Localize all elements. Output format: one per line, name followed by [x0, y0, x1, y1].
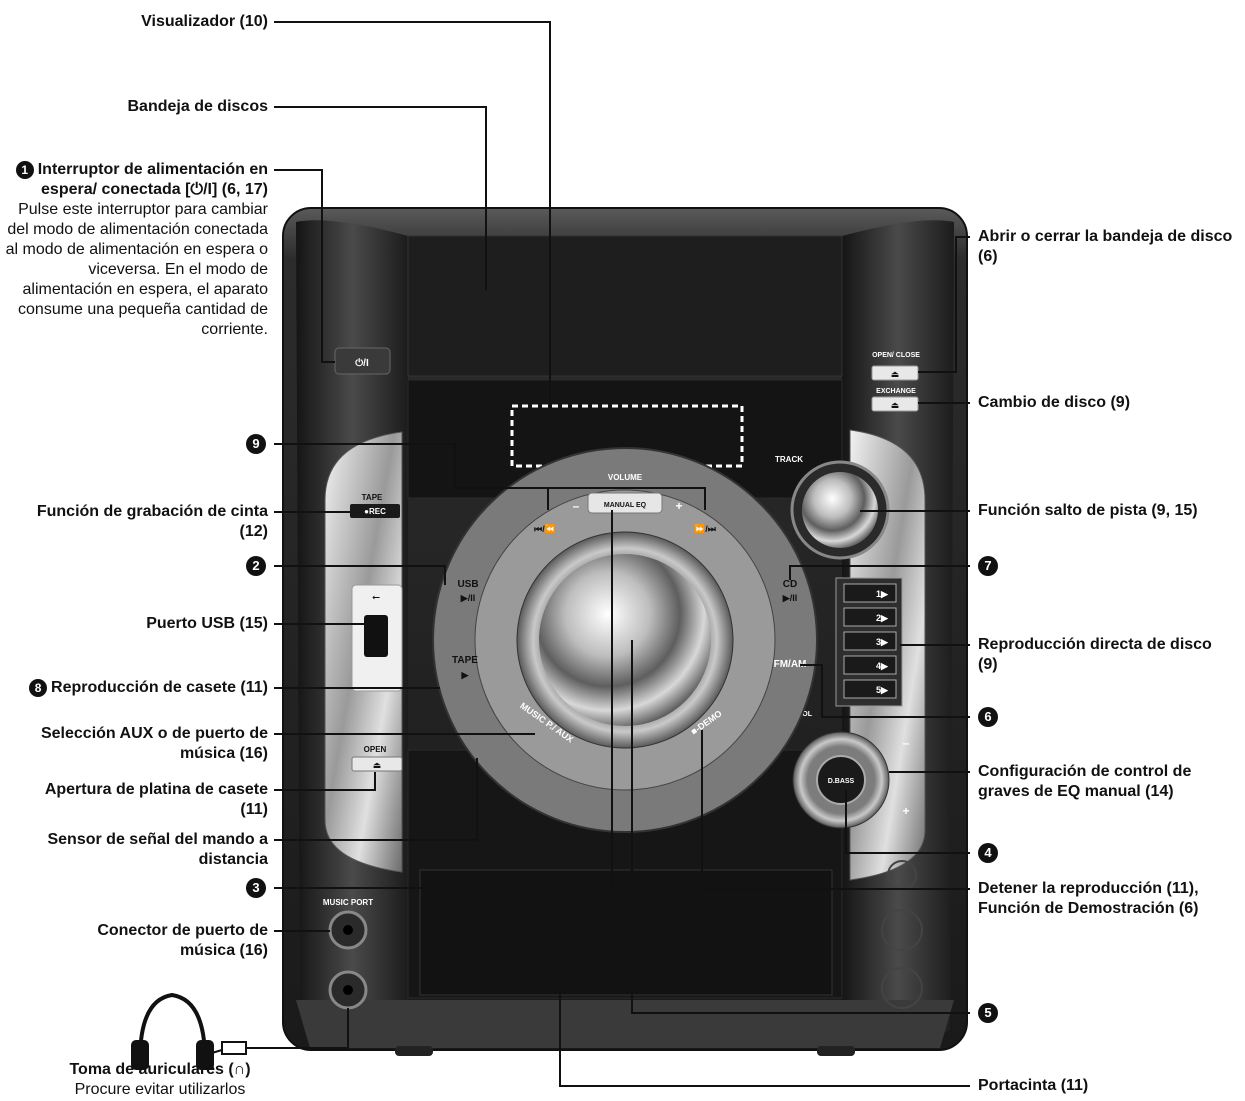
- label-bandeja-discos: Bandeja de discos: [127, 98, 269, 115]
- power-button-text[interactable]: ⏻/I: [355, 357, 369, 369]
- track-knob: [802, 472, 878, 548]
- usb-button: USB: [457, 579, 478, 590]
- disc-direct-buttons: 1▶ 2▶ 3▶ 4▶ 5▶: [843, 583, 897, 699]
- label-grabacion-cinta: Función de grabación de cinta (12): [36, 503, 268, 540]
- callout-number-3: 3: [246, 878, 266, 898]
- cd-button: CD: [783, 579, 797, 590]
- speaker-port-3: [881, 967, 923, 1009]
- leader-lines: [262, 21, 970, 1087]
- label-puerto-usb: Puerto USB (15): [146, 615, 268, 632]
- disc-1-button: 1▶: [876, 589, 889, 599]
- callout-number-5: 5: [978, 1003, 998, 1023]
- disc-2-button: 2▶: [876, 613, 889, 623]
- manual-eq-button: [587, 492, 663, 514]
- svg-text:⏏: ⏏: [891, 369, 900, 379]
- label-seleccion-aux: Selección AUX o de puerto de música (16): [40, 725, 268, 762]
- open-close-label: OPEN/ CLOSE: [872, 352, 920, 359]
- label-portacinta: Portacinta (11): [978, 1077, 1089, 1094]
- svg-text:–: –: [903, 736, 910, 750]
- disc-4-button: 4▶: [876, 661, 889, 671]
- callout-number-9: 9: [246, 434, 266, 454]
- volume-knob: [539, 554, 711, 726]
- usb-port: [364, 615, 388, 657]
- svg-text:–: –: [573, 499, 580, 513]
- svg-text:⏏: ⏏: [891, 400, 900, 410]
- svg-text:▶/II: ▶/II: [460, 593, 475, 603]
- speaker-port-2: [881, 909, 923, 951]
- interruptor-description: Pulse este interruptor para cambiar del …: [5, 201, 268, 338]
- label-sensor-senal: Sensor de señal del mando a distancia: [47, 831, 268, 868]
- base: [296, 1000, 954, 1048]
- callout-number-2: 2: [246, 556, 266, 576]
- label-visualizador: Visualizador (10): [141, 13, 268, 30]
- svg-text:⏏: ⏏: [373, 760, 382, 770]
- label-salto-pista: Función salto de pista (9, 15): [978, 502, 1198, 519]
- track-label: TRACK: [775, 455, 803, 464]
- svg-text:MUSIC PORT: MUSIC PORT: [323, 898, 373, 907]
- dbass-button: [816, 755, 866, 805]
- tape-button: TAPE: [452, 655, 478, 666]
- label-apertura-platina: Apertura de platina de casete (11): [44, 781, 268, 818]
- exchange-label: EXCHANGE: [876, 388, 916, 395]
- callout-number-6: 6: [978, 707, 998, 727]
- svg-text:▶/II: ▶/II: [782, 593, 797, 603]
- callout-number-4: 4: [978, 843, 998, 863]
- foot-left: [395, 1046, 433, 1056]
- svg-text:▶: ▶: [461, 670, 470, 680]
- disc-3-button: 3▶: [876, 637, 889, 647]
- callout-number-8: 8: [29, 678, 48, 697]
- label-reproduccion-directa: Reproducción directa de disco (9): [978, 636, 1212, 673]
- prev-button: ⏮/⏪: [534, 523, 556, 534]
- label-abrir-cerrar: Abrir o cerrar la bandeja de disco (6): [978, 228, 1233, 265]
- next-button: ⏩/⏭: [694, 523, 717, 534]
- label-configuracion-graves: Configuración de control de graves de EQ…: [978, 763, 1192, 800]
- tape-rec-button: [350, 504, 400, 518]
- svg-text:+: +: [902, 804, 909, 818]
- label-detener-reproduccion: Detener la reproducción (11), Función de…: [978, 880, 1199, 917]
- foot-right: [817, 1046, 855, 1056]
- disc-tray-area: [407, 235, 843, 377]
- volume-label: VOLUME: [608, 473, 643, 482]
- svg-text:+: +: [675, 499, 682, 513]
- cassette-window: [419, 869, 833, 996]
- headphones-icon: [131, 992, 262, 1070]
- label-cambio-disco: Cambio de disco (9): [978, 394, 1131, 411]
- svg-text:TAPE: TAPE: [362, 493, 383, 502]
- label-conector-puerto: Conector de puerto de música (16): [97, 922, 268, 959]
- svg-text:MANUAL EQ: MANUAL EQ: [604, 502, 647, 509]
- dbass-text: D.BASS: [828, 778, 855, 785]
- callout-number-1: 1: [15, 160, 34, 179]
- disc-5-button: 5▶: [876, 685, 889, 695]
- open-deck-button: [351, 756, 403, 772]
- callout-number-7: 7: [978, 556, 998, 576]
- svg-text:OPEN: OPEN: [364, 745, 387, 754]
- fm-am-button: FM/AM: [774, 659, 807, 670]
- svg-text:●REC: ●REC: [364, 507, 386, 516]
- svg-text:⭠: ⭠: [372, 592, 380, 603]
- label-toma-auriculares: Toma de auriculares (∩) Procure evitar u…: [69, 1061, 251, 1098]
